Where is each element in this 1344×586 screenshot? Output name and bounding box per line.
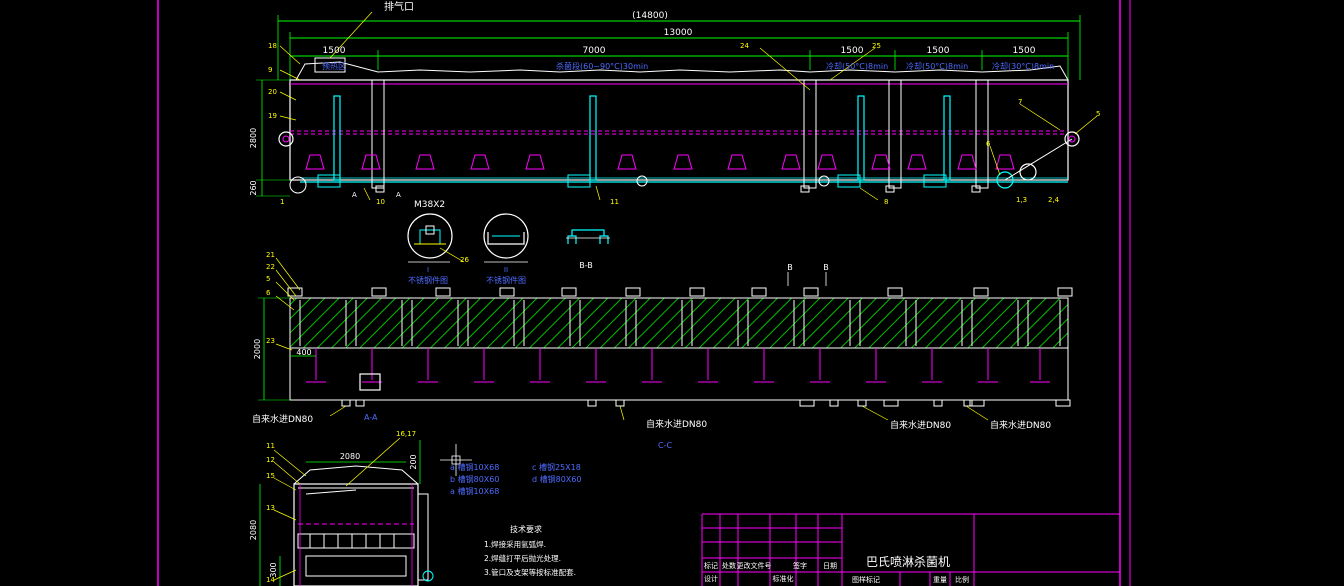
part-18: 18 bbox=[268, 42, 277, 50]
note-2: 2.焊缝打平后抛光处理. bbox=[484, 553, 561, 563]
tb-header-mark: 标记 bbox=[704, 561, 718, 570]
tb-weight: 重量 bbox=[933, 576, 947, 584]
end-view-texts: 11 12 15 13 14 2080 200 2080 300 16,17 bbox=[249, 430, 418, 584]
section-mark-a-right: A bbox=[396, 191, 401, 199]
section-cc-label: C-C bbox=[658, 441, 672, 450]
title-block: 巴氏喷淋杀菌机 标记 处数 更改文件号 签字 日期 设计 标准化 图样标记 重量… bbox=[701, 513, 1120, 586]
part-1-3: 1,3 bbox=[1016, 196, 1027, 204]
tb-scale: 比例 bbox=[955, 575, 969, 584]
plan-mark-b-right: B bbox=[823, 263, 829, 272]
material-a: a 槽钢10X68 bbox=[450, 462, 499, 472]
zone-label-4: 冷却(50°C)8min bbox=[906, 61, 968, 71]
end-top-dim: 200 bbox=[409, 454, 418, 469]
end-view bbox=[259, 437, 472, 586]
end-height-dim: 2080 bbox=[249, 520, 258, 540]
part-1: 1 bbox=[280, 198, 284, 206]
part-5-plan: 5 bbox=[266, 275, 270, 283]
part-7: 7 bbox=[1018, 98, 1022, 106]
plan-mark-b-left: B bbox=[787, 263, 793, 272]
tb-drawing-mark: 图样标记 bbox=[852, 575, 880, 584]
end-width-dim: 2080 bbox=[340, 452, 360, 461]
part-25: 25 bbox=[872, 42, 881, 50]
notes-title: 技术要求 bbox=[510, 524, 542, 534]
detail-2-id: II bbox=[504, 266, 508, 274]
part-6: 6 bbox=[986, 140, 991, 148]
section-bb-label: B-B bbox=[579, 261, 593, 270]
section-dim-5: 1500 bbox=[1013, 46, 1036, 56]
thread-label: M38X2 bbox=[414, 200, 445, 210]
detail-texts: M38X2 I 不锈钢件图 II 不锈钢件图 26 B-B bbox=[408, 200, 593, 285]
water-inlet-label-4: 自来水进DN80 bbox=[990, 419, 1051, 431]
water-inlet-label-3: 自来水进DN80 bbox=[890, 419, 951, 431]
part-8: 8 bbox=[884, 198, 888, 206]
material-b: b 槽钢80X60 bbox=[450, 474, 499, 484]
note-1: 1.焊接采用氩弧焊. bbox=[484, 539, 546, 549]
technical-notes: 技术要求 1.焊接采用氩弧焊. 2.焊缝打平后抛光处理. 3.管口及支架等按标准… bbox=[484, 524, 576, 577]
plan-texts: 21 22 5 6 23 2000 400 B B 自来水进DN80 A-A 自… bbox=[252, 251, 1051, 450]
drawing-title: 巴氏喷淋杀菌机 bbox=[866, 554, 950, 569]
part-16-17: 16,17 bbox=[396, 430, 416, 438]
part-2-4: 2,4 bbox=[1048, 196, 1060, 204]
section-aa-label: A-A bbox=[364, 413, 378, 422]
part-15: 15 bbox=[266, 472, 275, 480]
part-10: 10 bbox=[376, 198, 385, 206]
tb-header-count: 处数 bbox=[722, 561, 736, 570]
part-9: 9 bbox=[268, 66, 272, 74]
tb-header-change: 更改文件号 bbox=[737, 561, 772, 570]
length-dim: 13000 bbox=[664, 28, 693, 38]
part-13: 13 bbox=[266, 504, 275, 512]
part-11: 11 bbox=[610, 198, 619, 206]
plan-height-dim: 2000 bbox=[253, 339, 262, 359]
water-inlet-label-1: 自来水进DN80 bbox=[252, 413, 313, 425]
tb-header-sign: 签字 bbox=[793, 561, 807, 570]
tb-design: 设计 bbox=[704, 574, 718, 583]
section-dim-3: 1500 bbox=[841, 46, 864, 56]
material-c: c 槽钢25X18 bbox=[532, 462, 581, 472]
part-11-end: 11 bbox=[266, 442, 275, 450]
tb-standardization: 标准化 bbox=[773, 574, 794, 583]
plan-view bbox=[258, 257, 1073, 421]
part-19: 19 bbox=[268, 112, 277, 120]
end-bottom-dim: 300 bbox=[269, 562, 278, 577]
material-list: a 槽钢10X68 b 槽钢80X60 a 槽钢10X68 c 槽钢25X18 … bbox=[450, 462, 581, 496]
tb-header-date: 日期 bbox=[823, 562, 837, 570]
part-21: 21 bbox=[266, 251, 275, 259]
part-5: 5 bbox=[1096, 110, 1100, 118]
part-24: 24 bbox=[740, 42, 749, 50]
overall-dim: (14800) bbox=[632, 11, 668, 21]
part-6-plan: 6 bbox=[266, 289, 271, 297]
material-e: a 槽钢10X68 bbox=[450, 486, 499, 496]
part-12: 12 bbox=[266, 456, 275, 464]
water-inlet-label-2: 自来水进DN80 bbox=[646, 418, 707, 430]
material-d: d 槽钢80X60 bbox=[532, 474, 581, 484]
sheet-frame bbox=[157, 0, 1131, 586]
part-26: 26 bbox=[460, 256, 469, 264]
zone-label-1: 预热区 bbox=[322, 61, 346, 71]
vent-label: 排气口 bbox=[384, 0, 414, 13]
section-dim-2: 7000 bbox=[583, 46, 606, 56]
part-22: 22 bbox=[266, 263, 275, 271]
part-23: 23 bbox=[266, 337, 275, 345]
section-dim-4: 1500 bbox=[927, 46, 950, 56]
detail-2-caption: 不锈钢件图 bbox=[486, 275, 526, 285]
detail-views bbox=[407, 213, 610, 263]
height-dim-2800: 2800 bbox=[249, 128, 258, 148]
detail-1-id: I bbox=[427, 266, 429, 274]
zone-label-3: 冷却(50°C)8min bbox=[826, 61, 888, 71]
elevation-texts: 排气口 (14800) 13000 1500 7000 1500 1500 15… bbox=[249, 0, 1100, 206]
zone-label-2: 杀菌段(60~90°C)30min bbox=[556, 61, 648, 71]
plan-offset-dim: 400 bbox=[296, 348, 311, 357]
section-dim-1: 1500 bbox=[323, 46, 346, 56]
height-dim-260: 260 bbox=[249, 180, 258, 195]
note-3: 3.管口及支架等按标准配套. bbox=[484, 567, 576, 577]
detail-1-caption: 不锈钢件图 bbox=[408, 275, 448, 285]
zone-label-5: 冷却(30°C)8min bbox=[992, 61, 1054, 71]
elevation-view bbox=[256, 11, 1098, 201]
part-14: 14 bbox=[266, 576, 275, 584]
part-20: 20 bbox=[268, 88, 277, 96]
section-mark-a-left: A bbox=[352, 191, 357, 199]
